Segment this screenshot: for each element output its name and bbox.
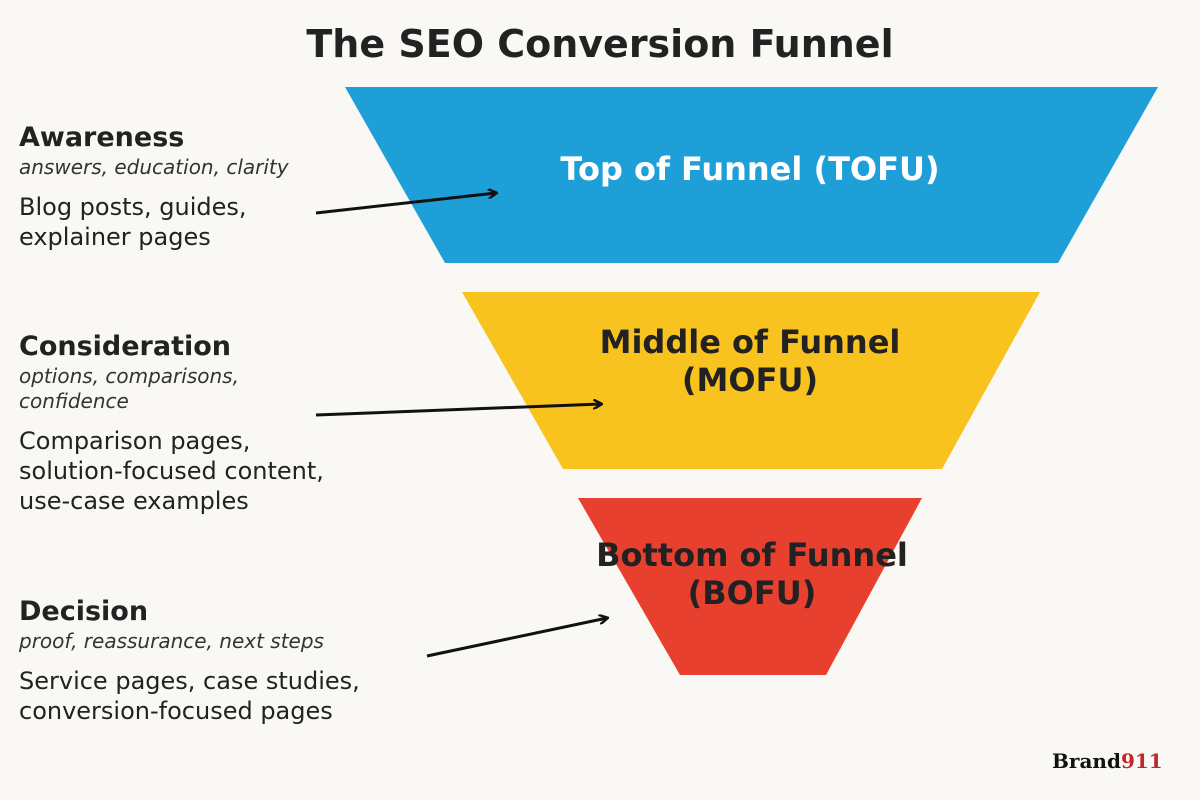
tofu-segment xyxy=(345,87,1158,263)
awareness-heading: Awareness xyxy=(19,122,185,153)
tofu-label: Top of Funnel (TOFU) xyxy=(500,150,1000,188)
body-line: conversion-focused pages xyxy=(19,697,333,725)
decision-arrow xyxy=(426,618,607,658)
body-line: Comparison pages, xyxy=(19,427,251,455)
decision-body: Service pages, case studies, conversion-… xyxy=(19,666,360,726)
mofu-label-line2: (MOFU) xyxy=(681,361,819,399)
consideration-block: Consideration options, comparisons, conf… xyxy=(19,330,324,516)
awareness-subtitle: answers, education, clarity xyxy=(19,155,289,179)
body-line: explainer pages xyxy=(19,223,211,251)
consideration-body: Comparison pages, solution-focused conte… xyxy=(19,426,324,516)
consideration-subtitle: confidence xyxy=(19,389,129,413)
body-line: Blog posts, guides, xyxy=(19,193,247,221)
body-line: Service pages, case studies, xyxy=(19,667,360,695)
mofu-label: Middle of Funnel (MOFU) xyxy=(500,323,1000,399)
bofu-label-line2: (BOFU) xyxy=(687,574,817,612)
awareness-arrow xyxy=(315,193,496,215)
tofu-label-text: Top of Funnel (TOFU) xyxy=(560,150,940,188)
consideration-heading: Consideration xyxy=(19,331,232,362)
logo-text: Brand xyxy=(1052,749,1121,773)
bofu-label-line1: Bottom of Funnel xyxy=(596,536,908,574)
decision-block: Decision proof, reassurance, next steps … xyxy=(19,595,360,726)
consideration-subtitle: options, comparisons, xyxy=(19,364,239,388)
awareness-block: Awareness answers, education, clarity Bl… xyxy=(19,121,289,252)
bofu-segment xyxy=(578,498,922,675)
decision-heading: Decision xyxy=(19,596,149,627)
consideration-arrow xyxy=(315,404,601,417)
page-title: The SEO Conversion Funnel xyxy=(306,22,894,66)
bofu-label: Bottom of Funnel (BOFU) xyxy=(500,536,1004,612)
brand-logo: Brand911 xyxy=(1052,749,1163,773)
body-line: use-case examples xyxy=(19,487,249,515)
awareness-body: Blog posts, guides, explainer pages xyxy=(19,192,289,252)
mofu-label-line1: Middle of Funnel xyxy=(599,323,901,361)
mofu-segment xyxy=(462,292,1040,469)
body-line: solution-focused content, xyxy=(19,457,324,485)
decision-subtitle: proof, reassurance, next steps xyxy=(19,629,324,653)
logo-number: 911 xyxy=(1120,749,1163,773)
